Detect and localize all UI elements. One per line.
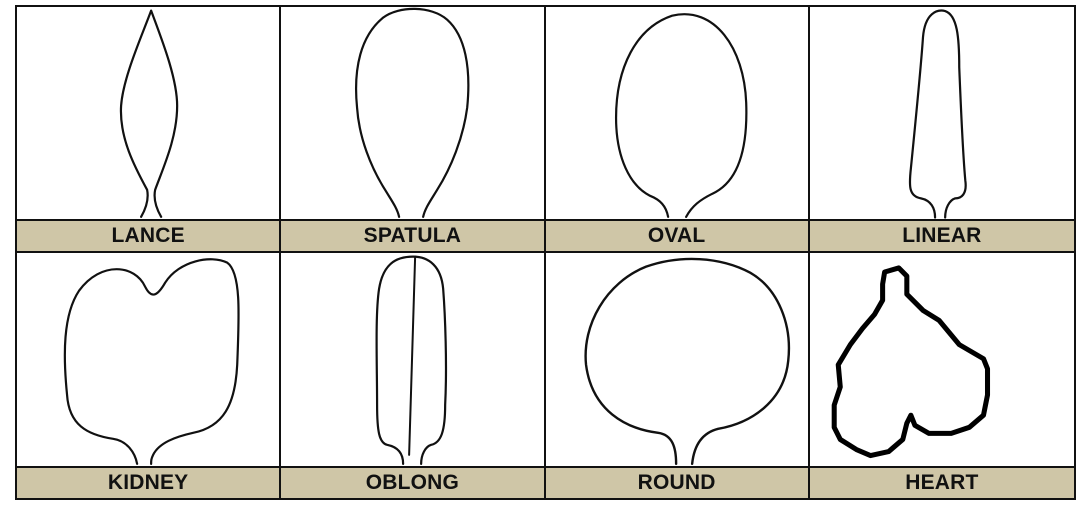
linear-leaf-icon [810,7,1074,219]
shape-area [810,253,1074,467]
kidney-leaf-icon [17,253,279,467]
round-leaf-icon [546,253,808,467]
leaf-cell-heart: HEART [810,253,1074,499]
shape-label: LANCE [17,219,279,251]
leaf-cell-lance: LANCE [17,7,281,253]
oval-leaf-icon [546,7,808,219]
heart-leaf-icon [810,253,1074,467]
shape-area [546,7,808,219]
lance-leaf-icon [17,7,279,219]
leaf-cell-linear: LINEAR [810,7,1074,253]
spatula-leaf-icon [281,7,543,219]
shape-label: KIDNEY [17,466,279,498]
shape-area [17,7,279,219]
leaf-cell-oblong: OBLONG [281,253,545,499]
shape-area [546,253,808,467]
shape-area [810,7,1074,219]
leaf-cell-spatula: SPATULA [281,7,545,253]
oblong-leaf-icon [281,253,543,467]
shape-label: OVAL [546,219,808,251]
leaf-cell-round: ROUND [546,253,810,499]
leaf-cell-oval: OVAL [546,7,810,253]
shape-label: SPATULA [281,219,543,251]
leaf-shapes-table: LANCE SPATULA OVAL LINEAR [15,5,1076,500]
shape-area [281,7,543,219]
shape-label: ROUND [546,466,808,498]
shape-label: HEART [810,466,1074,498]
shape-label: OBLONG [281,466,543,498]
leaf-cell-kidney: KIDNEY [17,253,281,499]
shape-label: LINEAR [810,219,1074,251]
shape-area [281,253,543,467]
shape-area [17,253,279,467]
